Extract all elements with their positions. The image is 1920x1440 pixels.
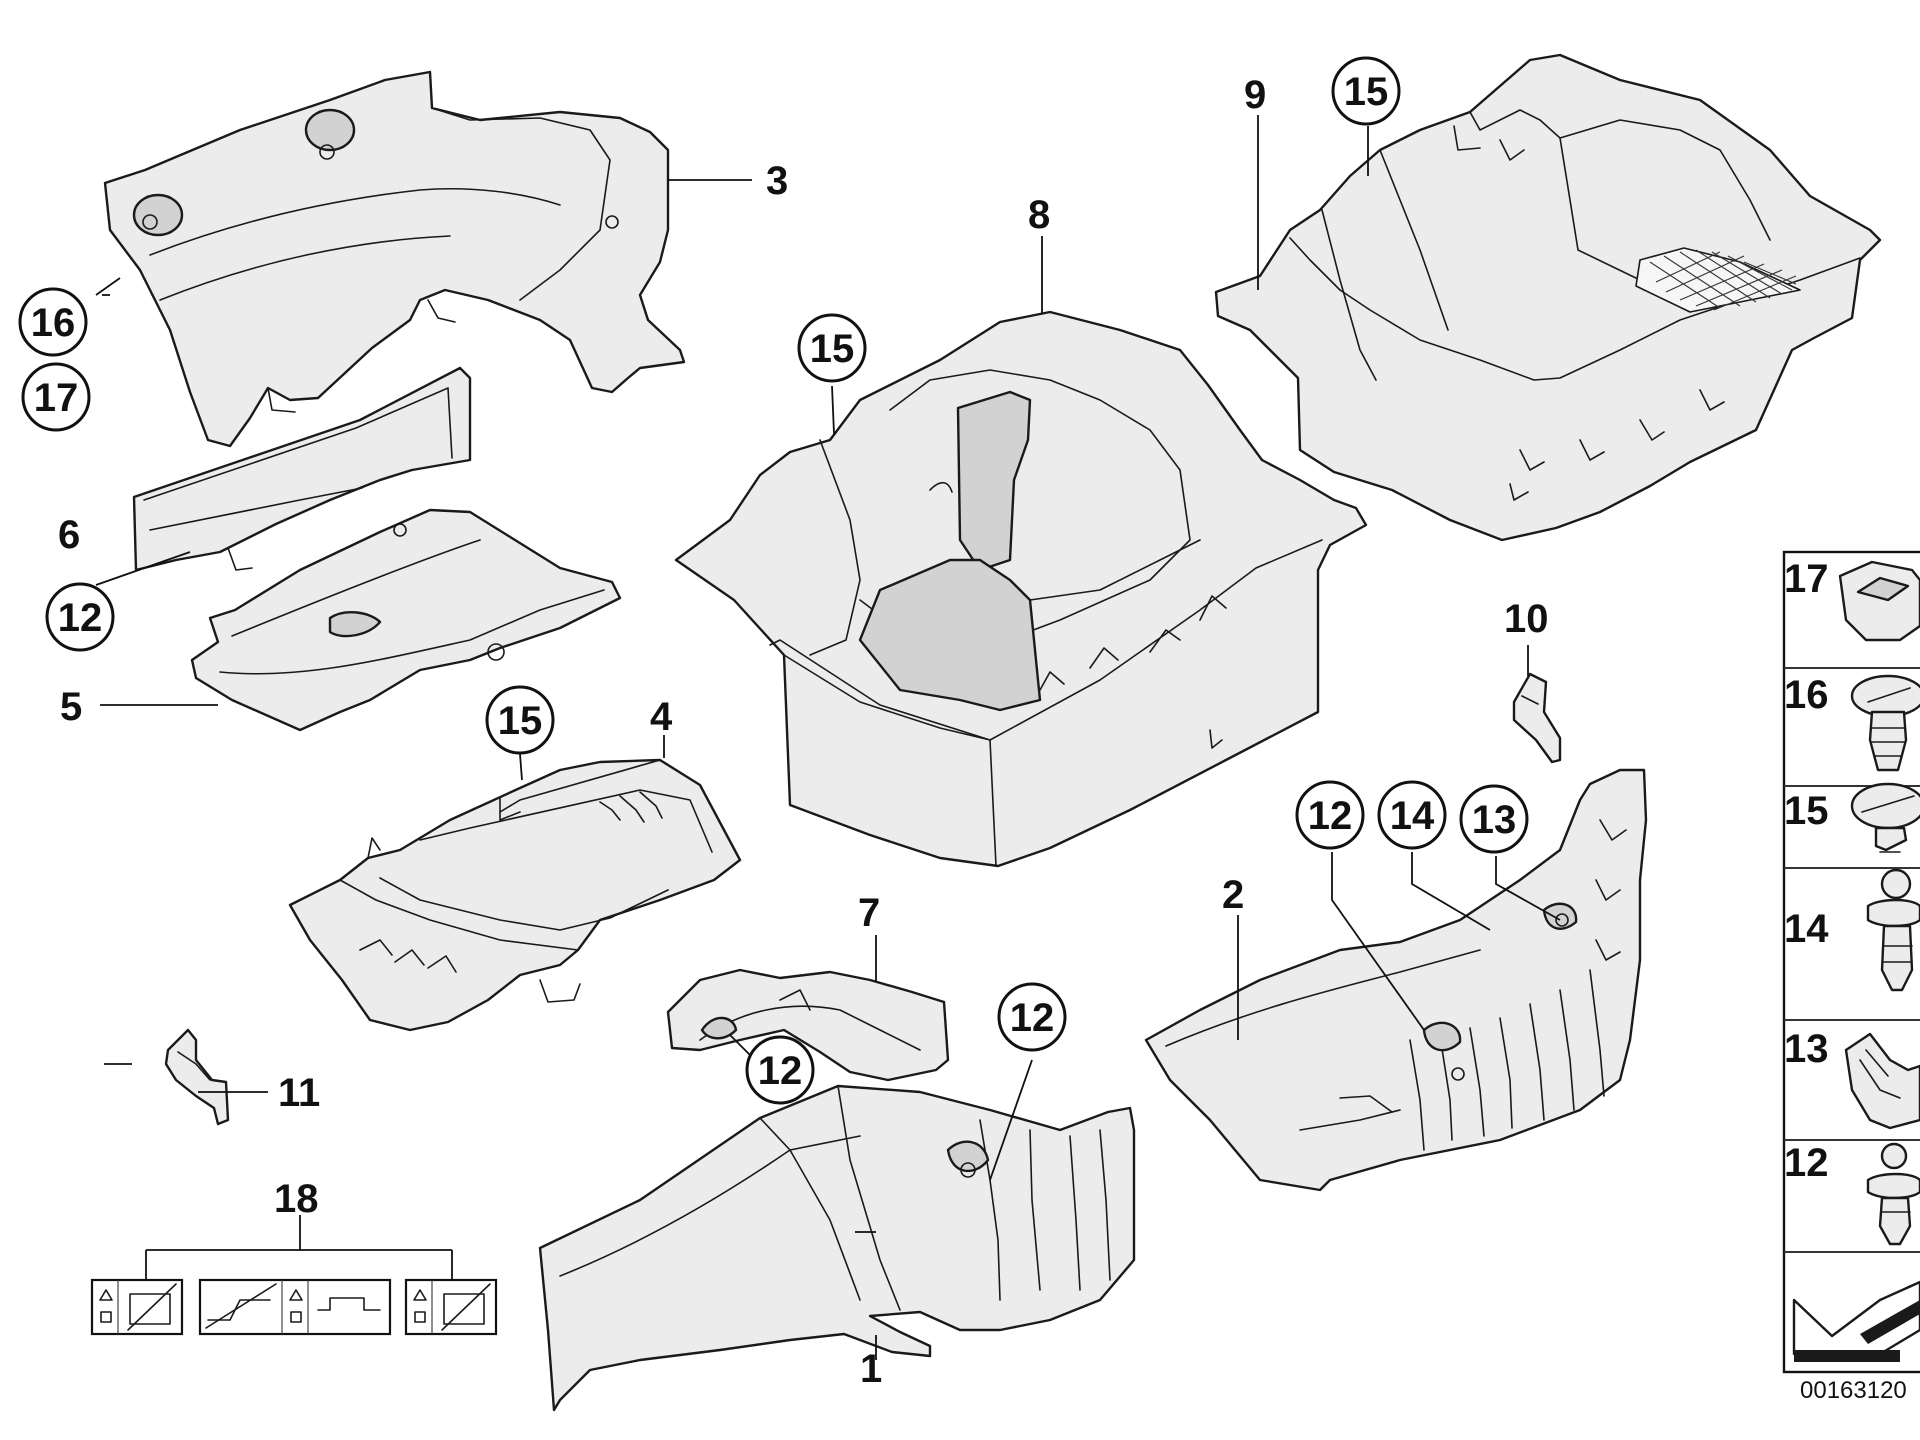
- svg-text:14: 14: [1390, 794, 1435, 838]
- legend-label-13: 13: [1784, 1027, 1829, 1071]
- svg-text:15: 15: [1344, 70, 1389, 114]
- screw-rivet-icon: [1850, 674, 1920, 772]
- label-part-9: 9: [1244, 73, 1266, 117]
- warning-labels-18: [90, 1278, 498, 1336]
- callout-12-part-2: 12: [1295, 780, 1365, 850]
- svg-text:17: 17: [34, 376, 79, 420]
- square-clip-icon: [1838, 560, 1920, 642]
- legend-label-15: 15: [1784, 789, 1829, 833]
- callout-16: 16: [18, 287, 88, 357]
- label-part-18: 18: [274, 1177, 319, 1221]
- svg-text:12: 12: [1010, 996, 1055, 1040]
- label-part-8: 8: [1028, 193, 1050, 237]
- caution-label-icon: [198, 1278, 392, 1336]
- leader-lines: [95, 115, 1561, 1360]
- label-part-3: 3: [766, 159, 788, 203]
- part-6-trim-strip: [132, 366, 472, 572]
- caution-label-icon: [404, 1278, 498, 1336]
- callout-15-tray-9: 15: [1331, 56, 1401, 126]
- part-5-floor-mat: [190, 508, 622, 732]
- label-part-5: 5: [60, 685, 82, 729]
- callout-12-part-7: 12: [745, 1035, 815, 1105]
- svg-text:12: 12: [58, 596, 103, 640]
- legend-label-16: 16: [1784, 673, 1829, 717]
- part-8-storage-tray: [674, 310, 1368, 868]
- label-part-1: 1: [860, 1347, 882, 1391]
- svg-text:15: 15: [810, 327, 855, 371]
- expanding-rivet-icon: [1850, 782, 1920, 853]
- part-9-storage-tray: [1214, 53, 1882, 542]
- svg-text:12: 12: [1308, 794, 1353, 838]
- svg-text:12: 12: [758, 1049, 803, 1093]
- callout-12-left: 12: [45, 582, 115, 652]
- svg-text:15: 15: [498, 699, 543, 743]
- label-part-4: 4: [650, 695, 673, 739]
- label-part-2: 2: [1222, 873, 1244, 917]
- part-10-bracket: [1512, 672, 1562, 764]
- diagram-id-number: 00163120: [1800, 1377, 1907, 1404]
- plastic-rivet-icon: [1866, 1142, 1920, 1246]
- part-11-clip: [164, 1028, 230, 1126]
- callout-17: 17: [21, 362, 91, 432]
- push-rivet-icon: [1866, 868, 1920, 992]
- callout-12-part-1: 12: [997, 982, 1067, 1052]
- part-3-side-trim: [103, 70, 686, 448]
- spring-clip-icon: [1844, 1032, 1920, 1130]
- part-4-tray: [288, 758, 742, 1032]
- svg-text:16: 16: [31, 301, 76, 345]
- callout-15-tray-4: 15: [485, 685, 555, 755]
- part-2-lining: [1144, 768, 1648, 1192]
- plain-part-labels: 3 6 5 4 8 9 10 11 7 1 2 18: [58, 73, 1549, 1391]
- circled-callouts: 16 17 12 15 15 15 12 12: [18, 56, 1529, 1105]
- caution-label-icon: [90, 1278, 184, 1336]
- svg-text:13: 13: [1472, 798, 1517, 842]
- part-1-lining: [538, 1084, 1136, 1412]
- legend-label-17: 17: [1784, 557, 1829, 601]
- legend-label-12: 12: [1784, 1141, 1829, 1185]
- label-part-11: 11: [278, 1071, 320, 1115]
- callout-15-tray-8: 15: [797, 313, 867, 383]
- label-part-6: 6: [58, 513, 80, 557]
- legend-label-14: 14: [1784, 907, 1829, 951]
- fastener-legend: 17 16 15 14 13 12: [1782, 550, 1920, 1374]
- callout-13: 13: [1459, 784, 1529, 854]
- direction-arrow-icon: [1792, 1280, 1920, 1362]
- part-7-duct: [666, 968, 950, 1082]
- callout-14: 14: [1377, 780, 1447, 850]
- label-part-7: 7: [858, 891, 880, 935]
- label-part-10: 10: [1504, 597, 1549, 641]
